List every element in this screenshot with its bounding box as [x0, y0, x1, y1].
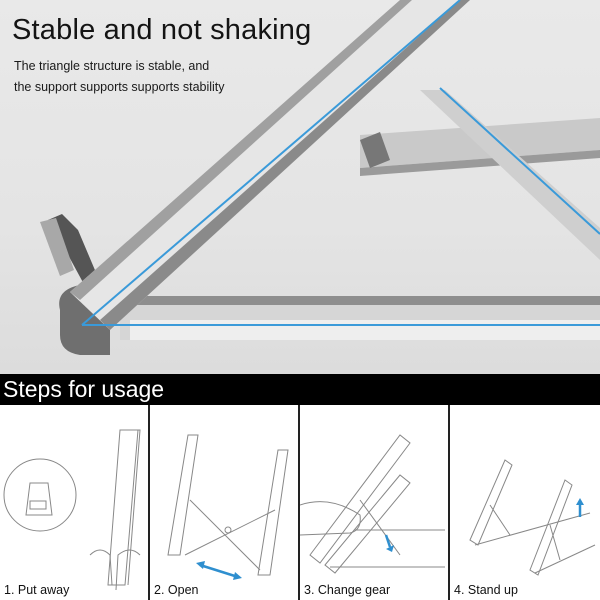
- folded-stand-icon: [3, 429, 141, 591]
- step-label-1: 1. Put away: [4, 583, 70, 597]
- steps-header: Steps for usage: [0, 374, 600, 405]
- hero-title: Stable and not shaking: [12, 14, 312, 46]
- step-label-4: 4. Stand up: [454, 583, 518, 597]
- hero-subtitle-line-1: The triangle structure is stable, and: [14, 59, 210, 73]
- open-stand-icon: [167, 434, 289, 580]
- step-panel-3: 3. Change gear: [300, 405, 450, 600]
- steps-panels: 1. Put away 2. Open 3. Change gear: [0, 405, 600, 600]
- step-panel-2: 2. Open: [150, 405, 300, 600]
- step-panel-4: 4. Stand up: [450, 405, 600, 600]
- step-label-2: 2. Open: [154, 583, 199, 597]
- laptop-stand-render: [40, 0, 600, 355]
- change-gear-icon: [300, 434, 445, 574]
- step-panel-1: 1. Put away: [0, 405, 150, 600]
- hero-section: Stable and not shaking The triangle stru…: [0, 0, 600, 374]
- stand-up-icon: [469, 459, 596, 576]
- step-label-3: 3. Change gear: [304, 583, 391, 597]
- hero-subtitle-line-2: the support supports supports stability: [14, 80, 225, 94]
- steps-title: Steps for usage: [3, 376, 165, 402]
